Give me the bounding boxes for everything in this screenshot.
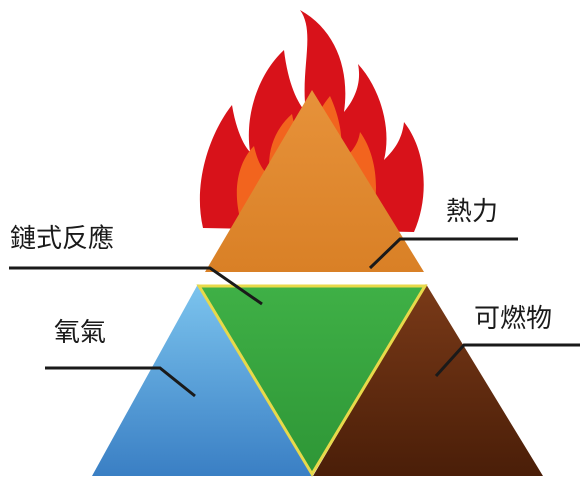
- fuel-leader-line: [434, 343, 580, 378]
- chain-reaction-leader-line: [9, 266, 263, 306]
- heat-label: 熱力: [446, 197, 499, 227]
- heat-leader-line: [368, 237, 518, 270]
- fuel-label: 可燃物: [474, 304, 553, 334]
- chain-reaction-face: [196, 284, 428, 477]
- oxygen-face: [92, 284, 313, 476]
- oxygen-leader-line: [45, 366, 196, 398]
- fuel-face: [313, 284, 543, 476]
- chain-reaction-label: 鏈式反應: [10, 224, 115, 254]
- heat-face: [205, 90, 424, 272]
- oxygen-label: 氧氣: [54, 318, 107, 348]
